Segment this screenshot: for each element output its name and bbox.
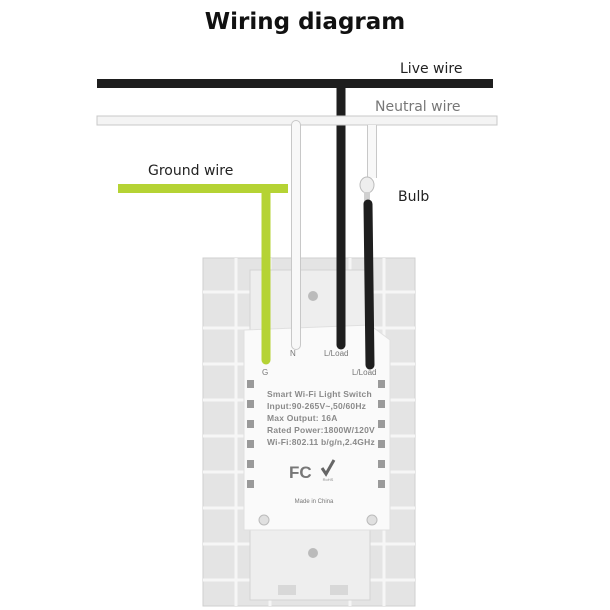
spec-line: Max Output: 16A	[267, 413, 338, 423]
rohs-mark: RoHS	[323, 477, 334, 482]
terminal-g-label: G	[262, 368, 268, 377]
switch-module: Smart Wi-Fi Light Switch Input:90-265V~,…	[243, 324, 391, 531]
terminal-load2-label: L/Load	[352, 368, 376, 377]
bulb-label: Bulb	[398, 189, 429, 205]
bulb-icon	[359, 176, 375, 204]
spec-line: Rated Power:1800W/120V	[267, 425, 375, 435]
terminal-load1-label: L/Load	[324, 349, 348, 358]
fc-mark: FC	[289, 463, 312, 482]
live-wire-label: Live wire	[400, 61, 462, 77]
spec-line: Smart Wi-Fi Light Switch	[267, 389, 372, 399]
rohs-check-icon	[320, 459, 336, 477]
ground-wire	[118, 184, 288, 193]
load-wire	[363, 199, 375, 370]
spec-line: Input:90-265V~,50/60Hz	[267, 401, 366, 411]
live-wire	[97, 79, 493, 88]
origin-text: Made in China	[295, 499, 334, 505]
ground-wire-label: Ground wire	[148, 163, 233, 179]
spec-line: Wi-Fi:802.11 b/g/n,2.4GHz	[267, 437, 375, 447]
neutral-wire-label: Neutral wire	[375, 99, 461, 115]
terminal-n-label: N	[290, 349, 296, 358]
diagram-title: Wiring diagram	[205, 9, 406, 35]
